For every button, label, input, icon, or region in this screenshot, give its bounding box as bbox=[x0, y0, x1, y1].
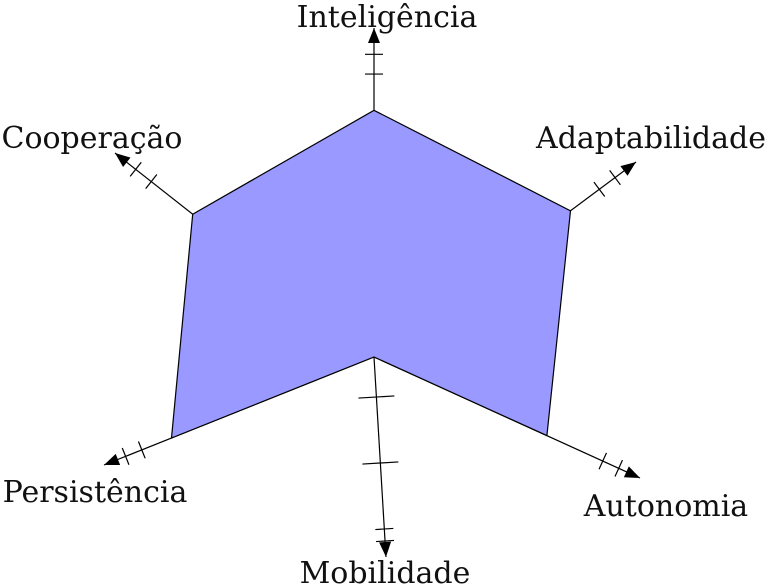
axis-tick-adaptabilidade-2 bbox=[609, 170, 621, 186]
axis-gridtick-mobilidade-2 bbox=[362, 461, 399, 465]
axis-arrow-cooperacao bbox=[115, 153, 131, 167]
axis-arrow-autonomia bbox=[623, 466, 640, 478]
axis-arrow-persistencia bbox=[104, 453, 121, 465]
axis-arrow-inteligencia bbox=[368, 28, 380, 43]
axis-arrow-adaptabilidade bbox=[620, 162, 636, 176]
axis-line-mobilidade bbox=[373, 356, 387, 558]
axis-label-cooperacao: Cooperação bbox=[1, 121, 182, 156]
axis-label-persistencia: Persistência bbox=[3, 475, 188, 510]
axis-label-inteligencia: Inteligência bbox=[297, 0, 478, 35]
axis-tick-cooperacao-1 bbox=[145, 174, 158, 190]
data-polygon bbox=[170, 109, 572, 439]
axis-tick-autonomia-2 bbox=[614, 459, 623, 477]
axis-tick-cooperacao-2 bbox=[129, 161, 142, 177]
axis-tick-mobilidade-2 bbox=[376, 539, 395, 543]
axis-arrow-mobilidade bbox=[379, 541, 392, 557]
axis-tick-autonomia-1 bbox=[598, 452, 608, 470]
axis-label-adaptabilidade: Adaptabilidade bbox=[535, 121, 766, 156]
axis-gridtick-mobilidade-1 bbox=[358, 395, 395, 399]
axis-label-mobilidade: Mobilidade bbox=[300, 556, 471, 587]
axis-tick-persistencia-2 bbox=[121, 447, 130, 465]
axis-tick-adaptabilidade-1 bbox=[593, 181, 606, 197]
axis-tick-persistencia-1 bbox=[137, 441, 146, 459]
axis-tick-mobilidade-1 bbox=[375, 527, 394, 531]
axis-label-autonomia: Autonomia bbox=[583, 489, 749, 524]
ticks-layer bbox=[121, 53, 623, 543]
